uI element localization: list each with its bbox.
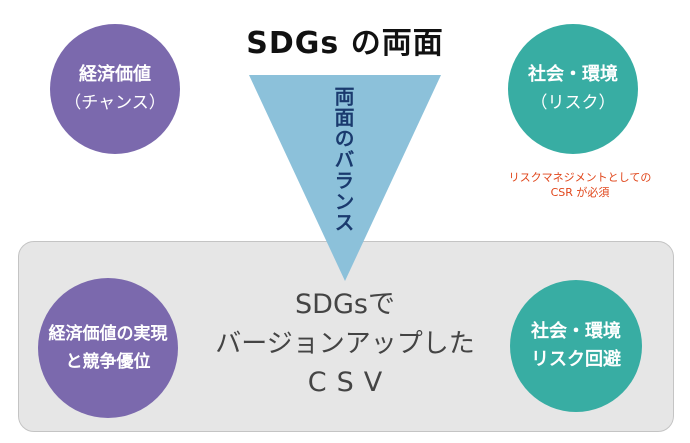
- csr-note: リスクマネジメントとしての CSR が必須: [500, 170, 660, 200]
- competitive-advantage-label: 経済価値の実現: [48, 324, 168, 344]
- risk-avoidance-sublabel: リスク回避: [531, 349, 621, 370]
- competitive-advantage-circle: 経済価値の実現 と競争優位: [38, 278, 178, 418]
- csv-heading-line1: SDGsで: [295, 289, 395, 320]
- economic-value-label: 経済価値: [79, 64, 151, 85]
- csv-heading-line3: CSV: [307, 367, 393, 398]
- social-environment-label: 社会・環境: [528, 64, 618, 85]
- risk-avoidance-label: 社会・環境: [531, 321, 621, 342]
- csr-note-line1: リスクマネジメントとしての: [508, 171, 652, 184]
- competitive-advantage-sublabel: と競争優位: [65, 352, 151, 372]
- csr-note-line2: CSR が必須: [550, 186, 610, 199]
- social-environment-sublabel: （リスク）: [530, 93, 616, 113]
- economic-value-sublabel: （チャンス）: [64, 93, 166, 113]
- balance-triangle-shape: [249, 75, 441, 281]
- csv-heading-line2: バージョンアップした: [215, 329, 475, 359]
- economic-value-circle: 経済価値 （チャンス）: [50, 24, 180, 154]
- balance-label: 両面のバランス: [331, 86, 355, 233]
- csv-heading: SDGsで バージョンアップした CSV: [200, 285, 490, 403]
- page-title: SDGs の両面: [246, 26, 444, 61]
- social-environment-circle: 社会・環境 （リスク）: [508, 24, 638, 154]
- risk-avoidance-circle: 社会・環境 リスク回避: [510, 280, 642, 412]
